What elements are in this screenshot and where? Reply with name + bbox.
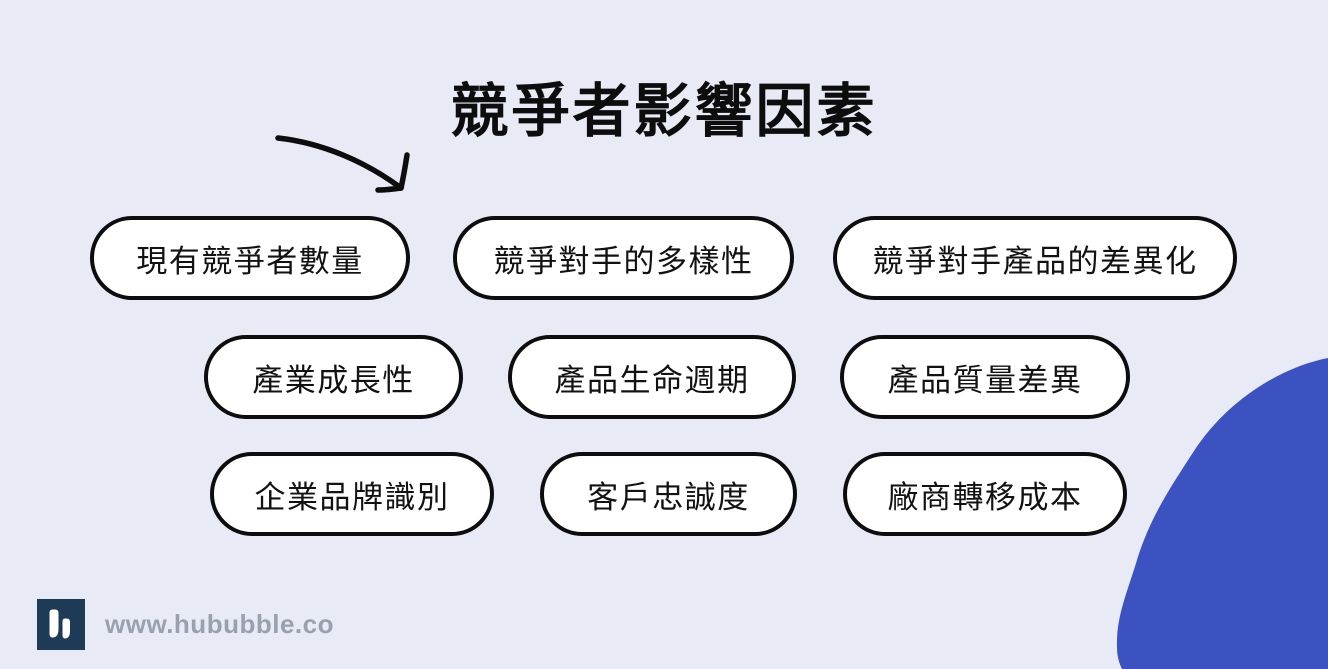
factor-label: 競爭對手的多樣性	[493, 243, 754, 279]
factor-pill-existing-competitors: 現有競爭者數量	[90, 216, 410, 300]
factor-pill-switching-cost: 廠商轉移成本	[843, 452, 1127, 536]
hububble-logo-icon	[37, 599, 85, 650]
corner-blob-shape	[1116, 358, 1328, 669]
factor-pill-brand-identity: 企業品牌識別	[210, 452, 494, 536]
factor-pill-product-lifecycle: 產品生命週期	[508, 335, 796, 419]
factor-label: 客戶忠誠度	[587, 479, 750, 515]
factor-label: 產品生命週期	[554, 362, 750, 398]
factor-label: 企業品牌識別	[254, 479, 450, 515]
hand-drawn-arrow-icon	[275, 135, 410, 193]
factor-label: 產品質量差異	[887, 362, 1083, 398]
factor-pill-competitor-diversity: 競爭對手的多樣性	[453, 216, 794, 300]
page-title: 競爭者影響因素	[450, 79, 878, 144]
website-url: www.hububble.co	[105, 609, 334, 639]
footer-brand: www.hububble.co	[37, 599, 334, 650]
factor-label: 產業成長性	[252, 362, 415, 398]
factor-pill-industry-growth: 產業成長性	[204, 335, 463, 419]
factor-label: 競爭對手產品的差異化	[872, 243, 1198, 279]
factor-pill-customer-loyalty: 客戶忠誠度	[540, 452, 797, 536]
factor-pill-product-quality-gap: 產品質量差異	[840, 335, 1130, 419]
factor-label: 廠商轉移成本	[887, 479, 1083, 515]
factor-pill-product-differentiation: 競爭對手產品的差異化	[833, 216, 1237, 300]
factor-label: 現有競爭者數量	[136, 243, 364, 279]
